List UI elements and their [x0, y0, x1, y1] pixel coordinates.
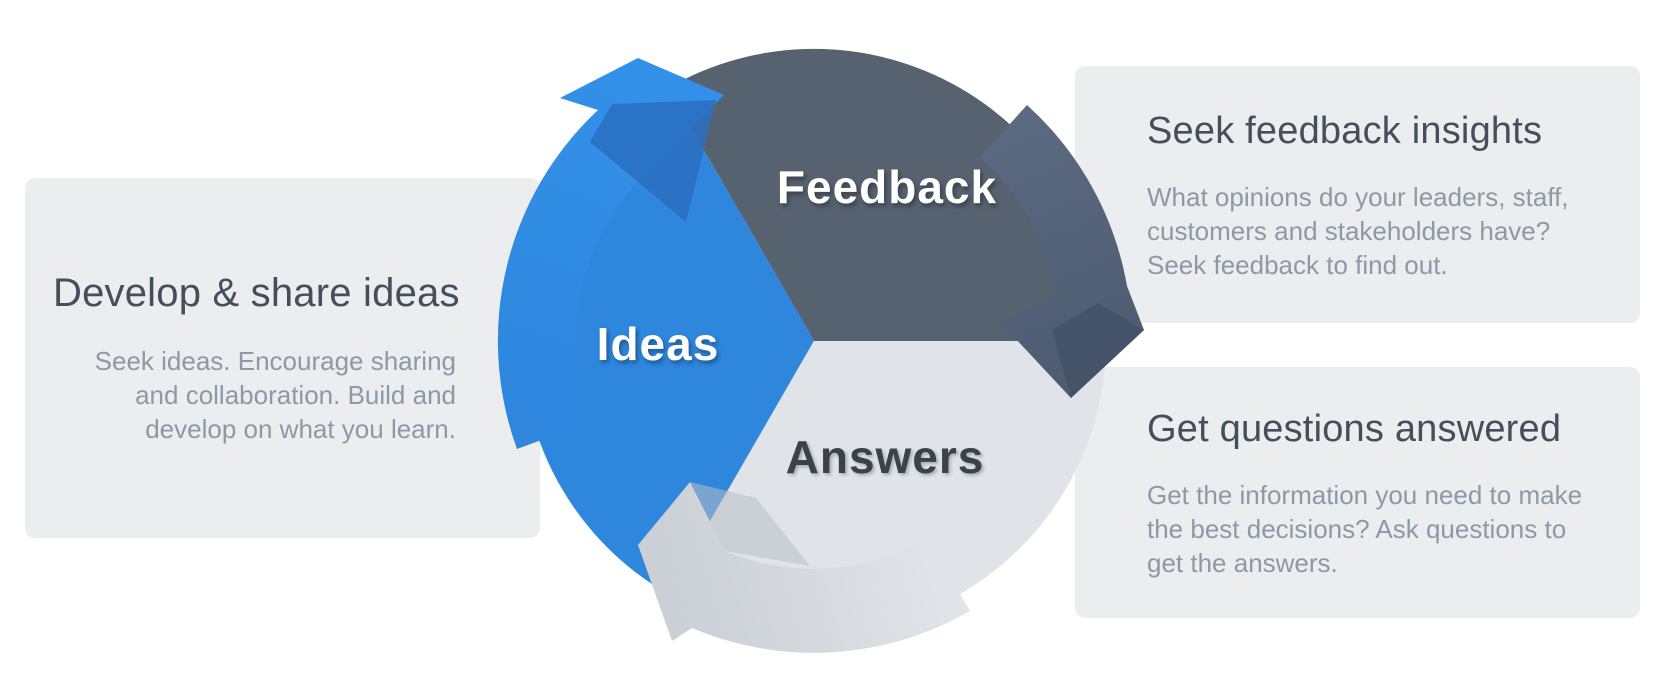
sector-answers	[668, 341, 1106, 634]
sector-ideas	[521, 88, 814, 594]
label-answers: Answers	[786, 431, 985, 483]
card-title: Seek feedback insights	[1147, 109, 1543, 152]
card-get-questions-answered: Get questions answered Get the informati…	[1075, 367, 1640, 618]
card-develop-share-ideas: Develop & share ideas Seek ideas. Encour…	[25, 178, 540, 538]
card-seek-feedback-insights: Seek feedback insights What opinions do …	[1075, 66, 1640, 323]
sector-feedback	[668, 48, 1106, 341]
card-body: Seek ideas. Encourage sharing and collab…	[94, 346, 456, 444]
label-feedback: Feedback	[777, 161, 997, 213]
arrow-ideas-to-feedback-shade	[590, 100, 716, 222]
label-ideas: Ideas	[597, 318, 720, 370]
card-title: Develop & share ideas	[53, 271, 460, 315]
arrow-answers-to-ideas	[638, 482, 970, 653]
card-title: Get questions answered	[1147, 407, 1562, 450]
arrow-answers-to-ideas-shade	[690, 482, 810, 566]
card-body: What opinions do your leaders, staff, cu…	[1147, 181, 1569, 280]
card-body: Get the information you need to make the…	[1147, 479, 1583, 578]
